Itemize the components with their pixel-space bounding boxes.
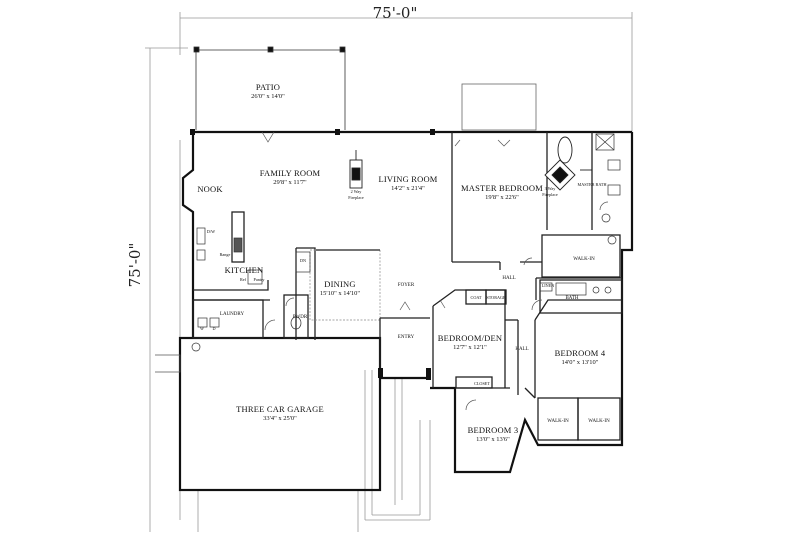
bath-fixtures	[539, 282, 612, 296]
walk-in-b3-label: WALK-IN	[547, 419, 569, 424]
pantry-label: Pantry	[254, 277, 266, 282]
hall-lower-label: HALL	[515, 347, 528, 352]
bedroom3-label: BEDROOM 3	[468, 425, 519, 435]
fireplace-2way-line1: 2 Way	[351, 189, 363, 194]
closet-label: CLOSET	[474, 381, 490, 386]
dw-label: D/W	[207, 229, 215, 234]
coat-label: COAT	[471, 295, 482, 300]
family-room-label: FAMILY ROOM	[260, 168, 321, 178]
bedroom-den-size: 12'7" x 12'1"	[453, 344, 487, 351]
foyer-label: FOYER	[398, 283, 415, 288]
dimension-lines	[145, 12, 633, 532]
garage-label: THREE CAR GARAGE	[236, 404, 324, 414]
exterior-walls	[178, 130, 634, 492]
patio	[193, 46, 346, 130]
family-room-size: 29'8" x 11'7"	[273, 179, 307, 186]
dining-label: DINING	[324, 279, 355, 289]
range-label: Range	[220, 252, 231, 257]
linen-label: LINEN	[542, 283, 555, 288]
bedroom-den-label: BEDROOM/DEN	[438, 333, 503, 343]
interior-walls	[192, 132, 623, 441]
living-room-label: LIVING ROOM	[378, 174, 437, 184]
master-bedroom-size: 19'8" x 22'6"	[485, 194, 519, 201]
master-bath-label: MASTER BATH	[578, 182, 607, 187]
fireplace-3way-line1: 3 Way	[545, 186, 557, 191]
door-swings	[261, 131, 609, 411]
dn-label: DN	[300, 258, 306, 263]
bedroom3-size: 13'0" x 13'6"	[476, 436, 510, 443]
washer-label: W	[200, 326, 204, 331]
laundry-label: LAUNDRY	[220, 312, 245, 317]
walk-in-b4-label: WALK-IN	[588, 419, 610, 424]
wall-posts	[190, 129, 435, 380]
dining-size: 15'10" x 14'10"	[320, 290, 360, 297]
garage-size: 33'4" x 25'0"	[263, 415, 297, 422]
ref-label: Ref	[240, 277, 247, 282]
patio-size: 26'0" x 14'0"	[251, 93, 285, 100]
living-room-size: 14'2" x 21'4"	[391, 185, 425, 192]
master-bath-fixtures	[595, 133, 621, 245]
overall-depth-label: 75'-0"	[126, 243, 144, 288]
kitchen-fixtures	[191, 227, 311, 352]
hall-upper-label: HALL	[502, 276, 515, 281]
overall-width-label: 75'-0"	[373, 4, 418, 22]
bedroom4-size: 14'0" x 13'10"	[562, 359, 599, 366]
nook-label: NOOK	[197, 184, 223, 194]
bedroom4-label: BEDROOM 4	[555, 348, 606, 358]
master-bath-name: MASTER BATH	[578, 182, 607, 187]
patio-label: PATIO	[256, 82, 280, 92]
fireplace-3way	[544, 136, 592, 191]
master-bedroom-label: MASTER BEDROOM	[461, 183, 543, 193]
storage-label: STORAGE	[486, 295, 506, 300]
master-bedroom-bay	[461, 83, 537, 131]
walk-in-master-label: WALK-IN	[573, 257, 595, 262]
fireplace-2way-line2: Fireplace	[348, 195, 364, 200]
pwdr-label: PWDR	[293, 315, 308, 320]
kitchen-label: KITCHEN	[225, 265, 264, 275]
garage-entry	[155, 354, 181, 373]
fireplace-3way-line2: Fireplace	[542, 192, 558, 197]
dryer-label: D	[212, 326, 215, 331]
fireplace-2way	[349, 150, 363, 189]
entry-label: ENTRY	[398, 335, 415, 340]
bath-label: BATH	[565, 296, 578, 301]
